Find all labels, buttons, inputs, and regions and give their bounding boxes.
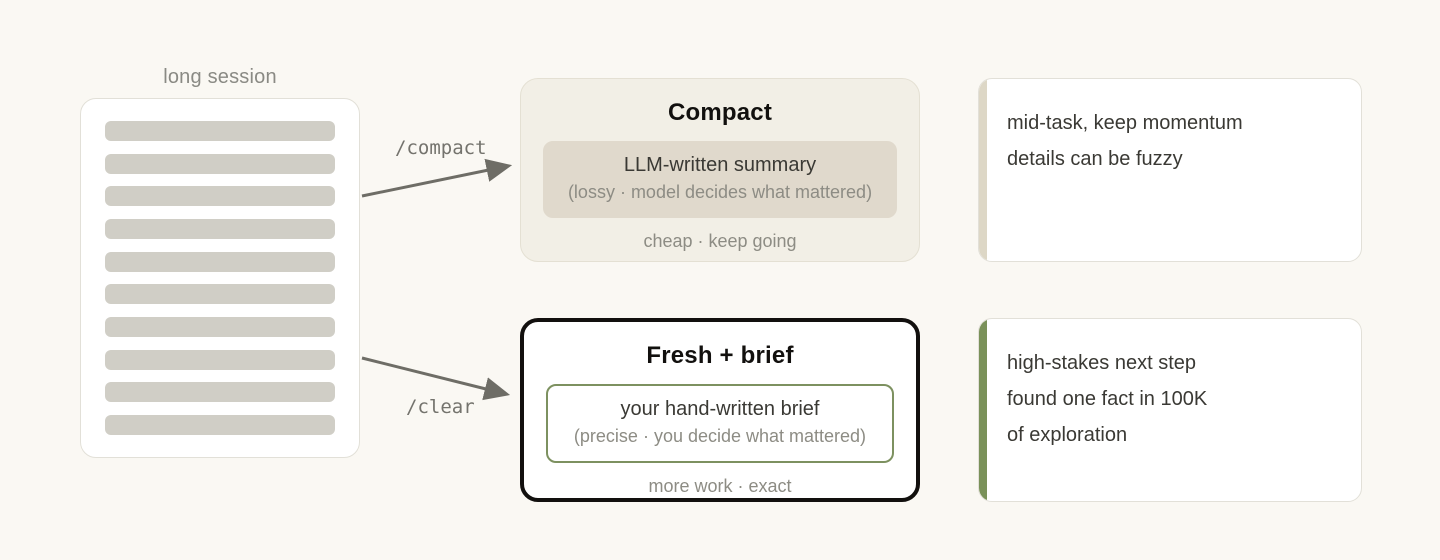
option-panel-compact: LLM-written summary (lossy · model decid… (543, 141, 897, 218)
option-panel-sub-fresh: (precise · you decide what mattered) (573, 426, 867, 446)
note-lines-compact: mid-task, keep momentum details can be fu… (1007, 105, 1333, 177)
note-card-fresh: high-stakes next step found one fact in 1… (978, 318, 1362, 502)
long-session-label: long session (163, 66, 277, 88)
session-message-bar (105, 218, 335, 239)
long-session-card (80, 98, 360, 458)
session-message-bar (105, 316, 335, 337)
option-footer-fresh: more work · exact (648, 475, 792, 496)
option-title-compact: Compact (667, 99, 773, 126)
session-message-bar (105, 349, 335, 370)
note-line: details can be fuzzy (1007, 148, 1183, 170)
note-accent-fresh (979, 319, 987, 501)
session-message-bar (105, 121, 335, 141)
session-message-bar (105, 251, 335, 272)
note-lines-fresh: high-stakes next step found one fact in 1… (1007, 345, 1333, 453)
note-accent-compact (979, 79, 987, 261)
note-line: found one fact in 100K (1007, 388, 1208, 410)
option-footer-compact: cheap · keep going (643, 230, 797, 251)
note-card-compact: mid-task, keep momentum details can be fu… (978, 78, 1362, 262)
option-card-fresh[interactable]: Fresh + brief your hand-written brief (p… (520, 318, 920, 502)
note-line: high-stakes next step (1007, 352, 1196, 374)
option-panel-main-fresh: your hand-written brief (620, 398, 820, 420)
arrow-clear-line (361, 356, 511, 401)
arrow-label-compact: /compact (395, 137, 487, 159)
option-title-fresh: Fresh + brief (646, 342, 794, 369)
option-card-compact[interactable]: Compact LLM-written summary (lossy · mod… (520, 78, 920, 262)
note-line: of exploration (1007, 424, 1128, 446)
option-panel-fresh: your hand-written brief (precise · you d… (546, 384, 894, 463)
session-message-bar (105, 284, 335, 305)
session-message-bar (105, 153, 335, 174)
option-panel-main-compact: LLM-written summary (623, 154, 817, 176)
arrow-compact-line (361, 158, 513, 198)
session-message-bar (105, 186, 335, 207)
session-message-bar (105, 414, 335, 435)
option-panel-sub-compact: (lossy · model decides what mattered) (567, 182, 873, 202)
session-message-bar (105, 382, 335, 403)
note-line: mid-task, keep momentum (1007, 112, 1243, 134)
arrow-label-clear: /clear (406, 396, 475, 418)
